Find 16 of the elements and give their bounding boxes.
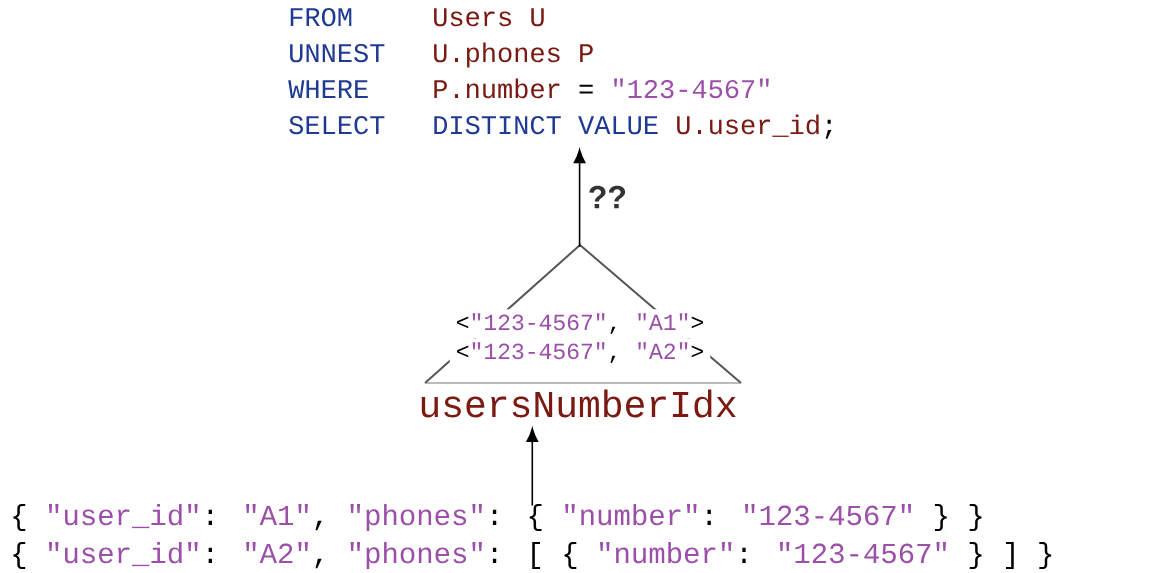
- index-name: usersNumberIdx: [421, 389, 736, 418]
- sql-clause: DISTINCT VALUE U.user_id;: [434, 114, 832, 139]
- sql-clause: Users U: [434, 8, 544, 27]
- sql-keyword: WHERE: [288, 80, 368, 98]
- sql-clause: U.phones P: [434, 42, 593, 68]
- index-entry: <"123-4567", "A1">: [449, 309, 711, 339]
- arrow: [573, 149, 586, 248]
- index-entry: <"123-4567", "A2">: [449, 338, 711, 368]
- edge-label: ??: [589, 185, 626, 209]
- json-document: { "user_id": "A1", "phones": { "number": "123-4567" } }: [13, 504, 982, 532]
- json-document: { "user_id": "A2", "phones": [ { "number": "123-4567" } ] }: [13, 542, 1052, 570]
- sql-keyword: SELECT: [289, 115, 385, 135]
- sql-keyword: UNNEST: [290, 43, 385, 63]
- sql-keyword: FROM: [290, 7, 352, 27]
- sql-clause: P.number = "123-4567": [434, 78, 769, 99]
- arrow: [526, 428, 539, 507]
